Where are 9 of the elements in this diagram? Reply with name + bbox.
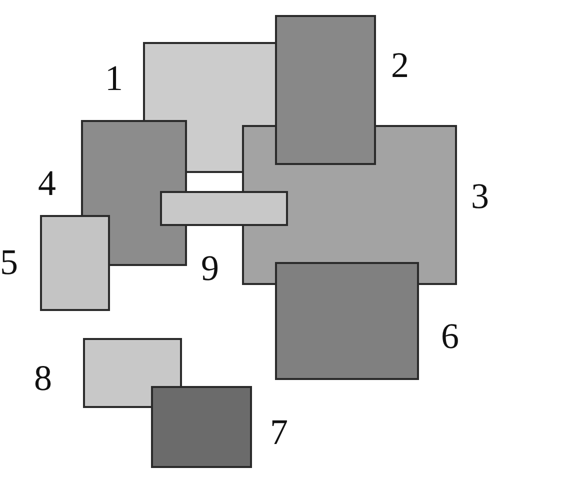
shape-number: 9: [201, 250, 219, 286]
shape-number: 6: [441, 318, 459, 354]
shape-number: 2: [391, 47, 409, 83]
shape-number: 7: [270, 414, 288, 450]
shape-number: 8: [34, 360, 52, 396]
shape-number: 4: [38, 165, 56, 201]
shape-number: 3: [471, 178, 489, 214]
shape-number: 1: [105, 60, 123, 96]
shape-number: 5: [0, 244, 18, 280]
